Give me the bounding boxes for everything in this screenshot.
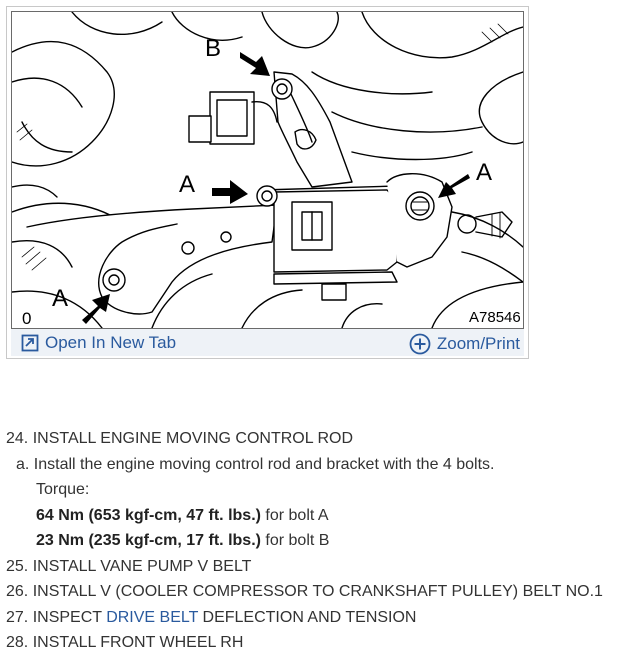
engine-diagram[interactable]: B A A A 0 A78546 [11,11,524,329]
step-24: 24. INSTALL ENGINE MOVING CONTROL ROD [6,430,354,447]
open-new-tab-icon [21,334,39,352]
callout-label-a-bottom: A [52,285,68,312]
zoom-print-button[interactable]: Zoom/Print [409,333,520,355]
callout-label-a-middle: A [179,171,195,198]
step-26: 26. INSTALL V (COOLER COMPRESSOR TO CRAN… [6,583,603,600]
figure-code: A78546 [469,309,521,326]
step-24a: a. Install the engine moving control rod… [16,455,495,473]
torque-bolt-b-value: 23 Nm (235 kgf-cm, 17 ft. lbs.) [36,532,261,549]
procedure-steps: 24. INSTALL ENGINE MOVING CONTROL ROD a.… [6,426,629,656]
torque-bolt-a: 64 Nm (653 kgf-cm, 47 ft. lbs.) for bolt… [6,503,629,529]
step-27: 27. INSPECT DRIVE BELT DEFLECTION AND TE… [6,605,629,631]
torque-bolt-a-value: 64 Nm (653 kgf-cm, 47 ft. lbs.) [36,506,261,524]
torque-bolt-a-suffix: for bolt A [260,506,329,524]
open-in-new-tab-button[interactable]: Open In New Tab [21,333,176,353]
step-28: 28. INSTALL FRONT WHEEL RH [6,634,244,651]
figure-container: B A A A 0 A78546 Open In New Tab Zoom/Pr… [6,6,529,359]
zoom-print-label: Zoom/Print [436,334,520,353]
callout-label-a-right: A [476,159,492,186]
torque-bolt-b-suffix: for bolt B [260,532,330,549]
torque-label: Torque: [36,481,90,498]
zoom-plus-icon [409,333,431,355]
callout-arrows [82,52,470,324]
callout-label-b: B [205,35,221,62]
corner-mark: 0 [22,309,31,328]
step-27-prefix: 27. INSPECT [6,608,107,626]
engine-diagram-drawing: B A A A 0 A78546 [12,12,523,328]
figure-toolbar: Open In New Tab Zoom/Print [11,329,524,356]
step-27-suffix: DEFLECTION AND TENSION [198,608,417,626]
step-25: 25. INSTALL VANE PUMP V BELT [6,557,252,575]
drive-belt-link[interactable]: DRIVE BELT [106,608,199,626]
open-in-new-tab-label: Open In New Tab [45,333,177,352]
torque-bolt-b: 23 Nm (235 kgf-cm, 17 ft. lbs.) for bolt… [6,528,629,554]
